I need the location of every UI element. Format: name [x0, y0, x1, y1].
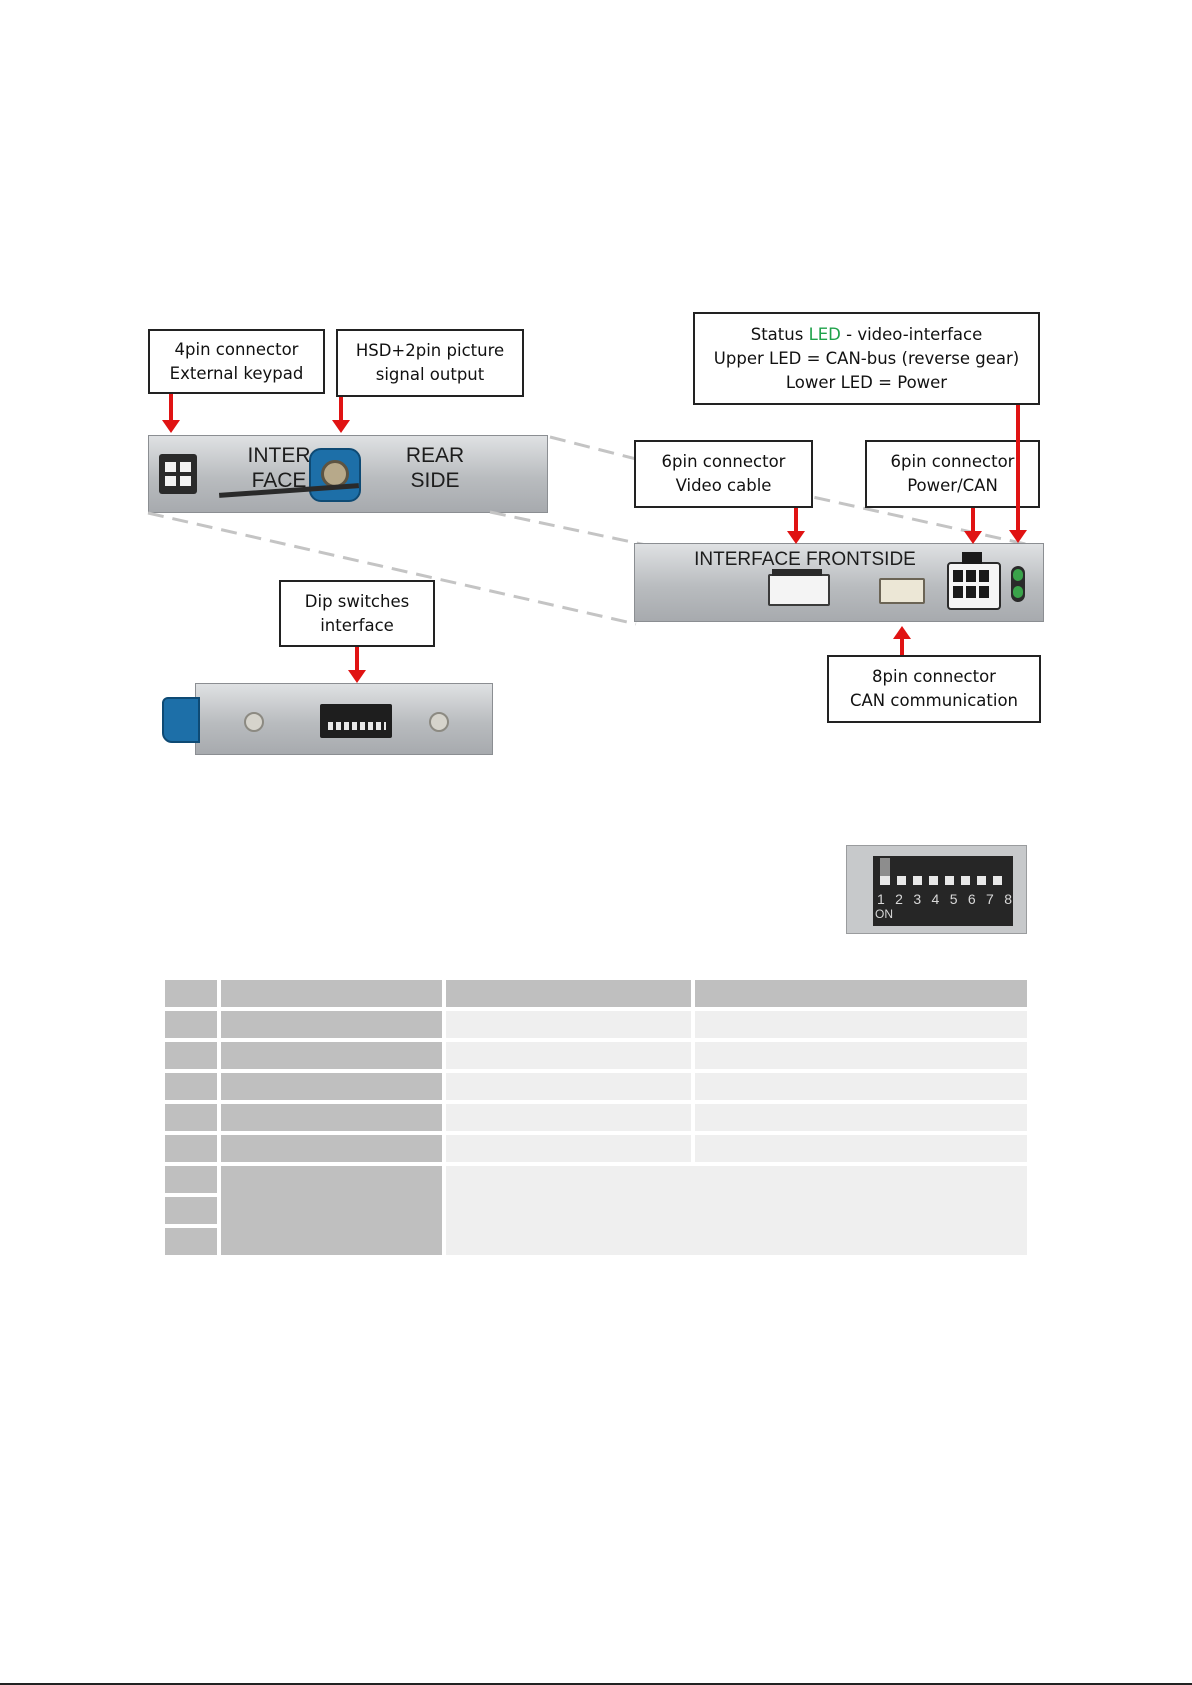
interface-rear-side-panel: INTER FACE REAR SIDE — [148, 435, 548, 513]
dip-switch-1-on — [880, 858, 890, 876]
arrow-keypad — [162, 394, 180, 433]
callout-6pin-power: 6pin connector Power/CAN — [865, 440, 1040, 508]
table-row — [165, 1197, 1027, 1224]
page-bottom-rule — [0, 1683, 1192, 1685]
table-row — [165, 1104, 1027, 1131]
table-row — [165, 1135, 1027, 1162]
projection-dashed-lines — [147, 435, 1031, 626]
rear-side-label: REAR SIDE — [405, 444, 465, 492]
interface-front-side-panel: INTERFACE FRONTSIDE — [634, 543, 1044, 622]
dip-settings-table — [161, 976, 1031, 1259]
callout-hsd-output: HSD+2pin picture signal output — [336, 329, 524, 397]
dip-on-label: ON — [875, 907, 893, 921]
table-header-row — [165, 980, 1027, 1007]
dip-switch-block-small — [320, 704, 392, 738]
table-row — [165, 1166, 1027, 1255]
arrow-video — [787, 508, 805, 544]
table-row — [165, 1011, 1027, 1038]
callout-6pin-video: 6pin connector Video cable — [634, 440, 813, 508]
table-row — [165, 1042, 1027, 1069]
callout-4pin-keypad: 4pin connector External keypad — [148, 329, 325, 394]
interface-dip-side-panel — [195, 683, 493, 755]
can-8pin-connector — [879, 578, 925, 604]
power-6pin-connector — [947, 552, 1001, 610]
arrow-dip — [348, 647, 366, 683]
hsd-blue-connector — [309, 448, 361, 502]
arrow-can — [893, 626, 911, 655]
arrow-power — [964, 508, 982, 544]
callout-status-led: Status LED - video-interface Upper LED =… — [693, 312, 1040, 405]
table-row — [165, 1228, 1027, 1255]
led-green-word: LED — [808, 324, 841, 344]
rear-inter-face-label: INTER FACE — [247, 444, 311, 492]
callout-dip-switches: Dip switches interface — [279, 580, 435, 647]
callout-8pin-can: 8pin connector CAN communication — [827, 655, 1041, 723]
blue-connector-stub — [162, 697, 200, 743]
lower-led-icon — [1013, 586, 1023, 598]
arrow-hsd — [332, 397, 350, 433]
status-led-pair — [1011, 566, 1025, 602]
upper-led-icon — [1013, 569, 1023, 581]
screw-right-icon — [429, 712, 449, 732]
front-side-label: INTERFACE FRONTSIDE — [694, 549, 916, 570]
keypad-4pin-connector — [159, 454, 197, 494]
table-row — [165, 1073, 1027, 1100]
dip-switch-closeup: 1 2 3 4 5 6 7 8 ON — [846, 845, 1027, 934]
arrow-status-led — [1009, 405, 1027, 543]
screw-left-icon — [244, 712, 264, 732]
dip-numbers: 1 2 3 4 5 6 7 8 — [877, 891, 1012, 907]
video-6pin-connector — [768, 569, 830, 606]
